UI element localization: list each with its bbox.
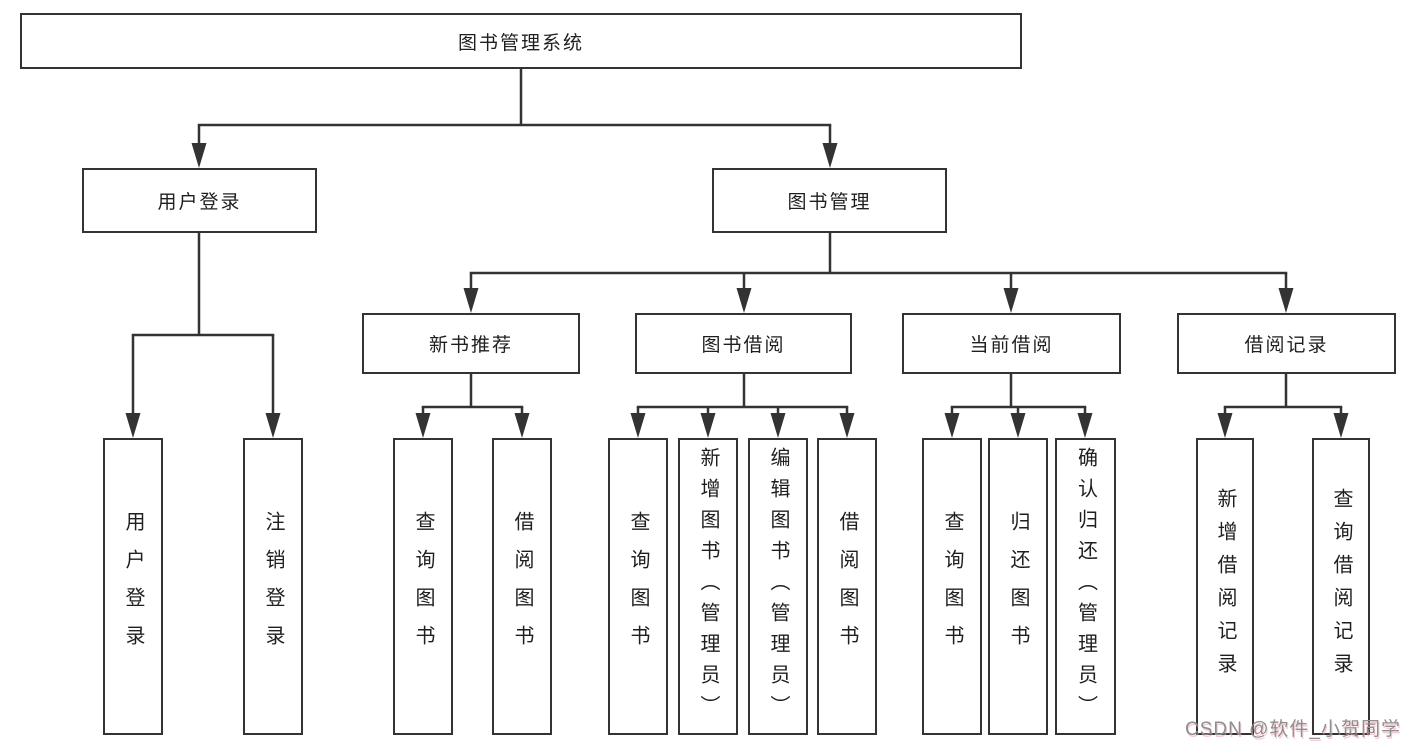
leaf-bb-add-books-admin: 新增图书（管理员） (678, 438, 738, 735)
leaf-bb-query-books: 查询图书 (608, 438, 668, 735)
leaf-nb-borrow-books: 借阅图书 (492, 438, 552, 735)
leaf-logout: 注销登录 (243, 438, 303, 735)
leaf-user-login: 用户登录 (103, 438, 163, 735)
leaf-bb-query-books-label: 查询图书 (627, 510, 649, 663)
node-user-login: 用户登录 (82, 168, 317, 233)
leaf-nb-query-books: 查询图书 (393, 438, 453, 735)
leaf-nb-query-books-label: 查询图书 (412, 510, 434, 663)
leaf-br-add-record-label: 新增借阅记录 (1214, 487, 1236, 686)
leaf-bb-edit-books-admin-label: 编辑图书（管理员） (767, 447, 789, 726)
csdn-watermark: CSDN @软件_小贺同学 (1185, 719, 1401, 740)
leaf-cb-query-books-label: 查询图书 (941, 510, 963, 663)
leaf-cb-query-books: 查询图书 (922, 438, 982, 735)
leaf-cb-return-books: 归还图书 (988, 438, 1048, 735)
node-library-management-system: 图书管理系统 (20, 13, 1022, 69)
leaf-cb-confirm-return-admin: 确认归还（管理员） (1055, 438, 1116, 735)
leaf-cb-confirm-return-admin-label: 确认归还（管理员） (1074, 447, 1097, 726)
node-current-borrow: 当前借阅 (902, 313, 1121, 374)
leaf-br-query-record: 查询借阅记录 (1312, 438, 1370, 735)
leaf-br-add-record: 新增借阅记录 (1196, 438, 1254, 735)
leaf-bb-borrow-books: 借阅图书 (817, 438, 877, 735)
node-borrow-records: 借阅记录 (1177, 313, 1396, 374)
node-book-management: 图书管理 (712, 168, 947, 233)
leaf-cb-return-books-label: 归还图书 (1007, 510, 1029, 663)
node-book-borrow: 图书借阅 (635, 313, 852, 374)
node-new-book-recommend: 新书推荐 (362, 313, 580, 374)
leaf-logout-label: 注销登录 (262, 510, 284, 663)
leaf-bb-add-books-admin-label: 新增图书（管理员） (697, 447, 719, 726)
leaf-user-login-label: 用户登录 (122, 510, 144, 663)
leaf-bb-borrow-books-label: 借阅图书 (836, 510, 858, 663)
leaf-bb-edit-books-admin: 编辑图书（管理员） (748, 438, 808, 735)
leaf-nb-borrow-books-label: 借阅图书 (511, 510, 533, 663)
leaf-br-query-record-label: 查询借阅记录 (1330, 487, 1352, 686)
